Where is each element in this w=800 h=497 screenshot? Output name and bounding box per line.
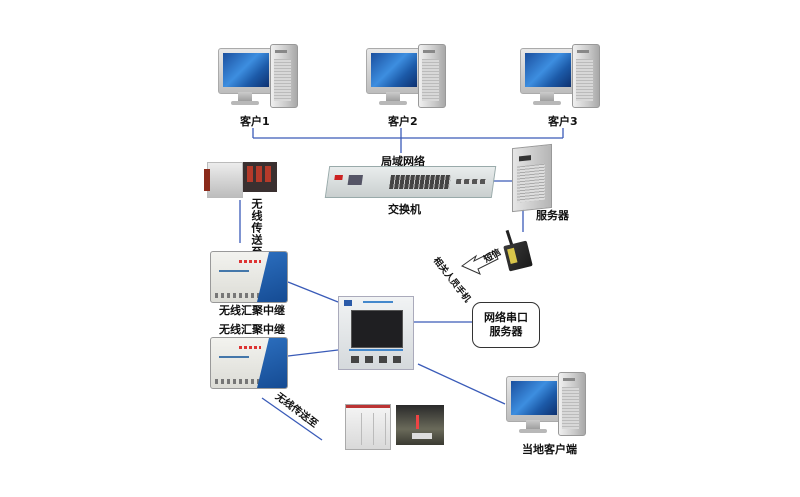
serial-server-box: 网络串口 服务器 [472,302,540,348]
client1-computer-icon [218,44,298,109]
server-tower-icon [512,143,552,213]
client2-label: 客户2 [388,115,418,128]
line-relay2-panel [287,349,339,357]
switchgear-icon [345,404,391,450]
line-relay1-panel [287,281,339,303]
relay1-box-icon [210,251,288,303]
monitor-panel-icon [338,296,414,370]
network-switch-icon [324,166,497,198]
local-client-label: 当地客户端 [522,443,577,456]
relay2-label: 无线汇聚中继 [219,323,285,336]
serial-server-line2: 服务器 [489,325,523,338]
sms-arrow [460,250,499,275]
client1-label: 客户1 [240,115,270,128]
client3-computer-icon [520,44,600,109]
server-label: 服务器 [536,209,569,222]
lan-label: 局域网络 [381,155,425,168]
line-wireless-bottom [261,397,323,441]
client3-label: 客户3 [548,115,578,128]
switch-label: 交换机 [388,203,421,216]
client2-computer-icon [366,44,446,109]
cable-photo-icon [396,405,444,445]
wireless-top-label: 无线传送至 [250,198,263,258]
breaker-contacts-icon [243,162,277,192]
circuit-breaker-icon [204,162,243,198]
serial-server-line1: 网络串口 [484,311,528,324]
relay1-label: 无线汇聚中继 [219,304,285,317]
relay2-box-icon [210,337,288,389]
local-client-computer-icon [506,372,586,437]
line-panel-localclient [417,363,506,405]
